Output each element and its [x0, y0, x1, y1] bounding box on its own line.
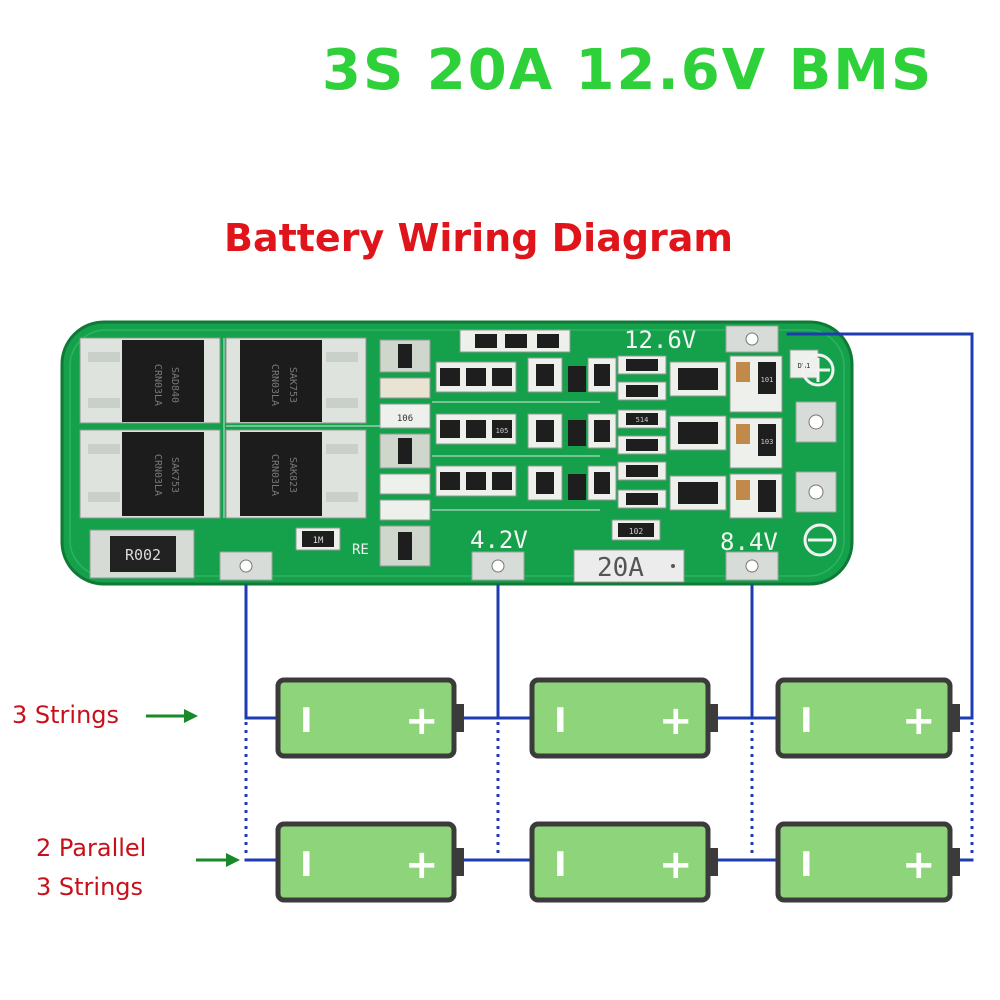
- battery: I +: [529, 821, 718, 903]
- positive-terminal-icon: +: [902, 842, 936, 888]
- positive-terminal-icon: +: [659, 842, 693, 888]
- battery: I +: [775, 677, 960, 759]
- plus-terminal-icon: [801, 353, 835, 387]
- chip-code-514: 514: [636, 416, 649, 424]
- chip-code-103: 103: [761, 438, 774, 446]
- mosfet-3-marking-b: SAK753: [169, 457, 180, 493]
- label-2-parallel: 2 Parallel: [36, 834, 147, 862]
- label-4v2: 4.2V: [470, 526, 528, 554]
- mosfet-4-marking-a: CRN03LA: [269, 454, 280, 496]
- battery: I +: [775, 821, 960, 903]
- mosfet-4-marking-b: SAK823: [287, 457, 298, 493]
- mosfet-2-marking-a: CRN03LA: [269, 364, 280, 406]
- bms-board: CRN03LA SAD840 CRN03LA SAK753 CRN03LA SA…: [60, 320, 854, 586]
- label-12v6: 12.6V: [624, 326, 696, 354]
- batteries-row-1: I + I + I +: [275, 677, 960, 759]
- mosfet-1-marking-a: CRN03LA: [152, 364, 163, 406]
- mosfet-3: CRN03LA SAK753: [79, 429, 221, 519]
- positive-terminal-icon: +: [405, 842, 439, 888]
- pad-4v2: [471, 551, 525, 581]
- battery: I +: [275, 677, 464, 759]
- minus-terminal-icon: [803, 523, 837, 557]
- positive-terminal-icon: +: [902, 698, 936, 744]
- negative-terminal-icon: I: [300, 845, 313, 885]
- mosfet-2: CRN03LA SAK753: [225, 337, 367, 424]
- current-rating-label: 20A: [597, 553, 644, 583]
- mosfet-1-marking-b: SAD840: [169, 367, 180, 403]
- mosfet-1: CRN03LA SAD840: [79, 337, 221, 424]
- battery: I +: [275, 821, 464, 903]
- pad-b-minus: [219, 551, 273, 581]
- positive-terminal-icon: +: [659, 698, 693, 744]
- chip-code-101: 101: [761, 376, 774, 384]
- wires: [244, 332, 974, 862]
- pad-8v4: [725, 551, 779, 581]
- battery: I +: [529, 677, 718, 759]
- positive-terminal-icon: +: [405, 698, 439, 744]
- shunt-resistor-label: R002: [125, 546, 161, 564]
- transistor-column: [527, 357, 617, 501]
- negative-terminal-icon: I: [800, 701, 813, 741]
- resistor-column-middle: 514 102: [611, 355, 667, 541]
- chip-code-105: 105: [496, 427, 509, 435]
- negative-terminal-icon: I: [554, 701, 567, 741]
- chip-code-106: 106: [397, 414, 413, 424]
- ic-column: [669, 361, 727, 511]
- arrow-icon: [196, 853, 240, 867]
- mosfet-4: CRN03LA SAK823: [225, 429, 367, 519]
- output-terminal-pads: [795, 401, 837, 513]
- re-label: RE: [352, 542, 369, 558]
- mosfet-3-marking-a: CRN03LA: [152, 454, 163, 496]
- negative-terminal-icon: I: [554, 845, 567, 885]
- negative-terminal-icon: I: [800, 845, 813, 885]
- pad-12v6: [725, 325, 779, 353]
- parallel-dotted-links: [244, 722, 974, 858]
- mosfet-group: CRN03LA SAD840 CRN03LA SAK753 CRN03LA SA…: [79, 337, 367, 519]
- label-3-strings-parallel: 3 Strings: [36, 873, 144, 901]
- shunt-resistor: R002: [89, 529, 195, 579]
- page-title: 3S 20A 12.6V BMS: [322, 38, 934, 103]
- label-3-strings: 3 Strings: [12, 701, 120, 729]
- label-8v4: 8.4V: [720, 528, 778, 556]
- chip-code-102: 102: [629, 527, 644, 536]
- capacitor-column-right: 101 103 DR1: [729, 349, 819, 519]
- resistor-grid-left: 105: [435, 361, 517, 497]
- diagram-subtitle: Battery Wiring Diagram: [224, 216, 734, 260]
- negative-terminal-icon: I: [300, 701, 313, 741]
- mosfet-2-marking-b: SAK753: [287, 367, 298, 403]
- chip-code-1m: 1M: [313, 536, 324, 546]
- smd-component-field: 106 1M RE 105: [223, 329, 819, 567]
- batteries-row-2: I + I + I +: [275, 821, 960, 903]
- arrow-icon: [146, 709, 198, 723]
